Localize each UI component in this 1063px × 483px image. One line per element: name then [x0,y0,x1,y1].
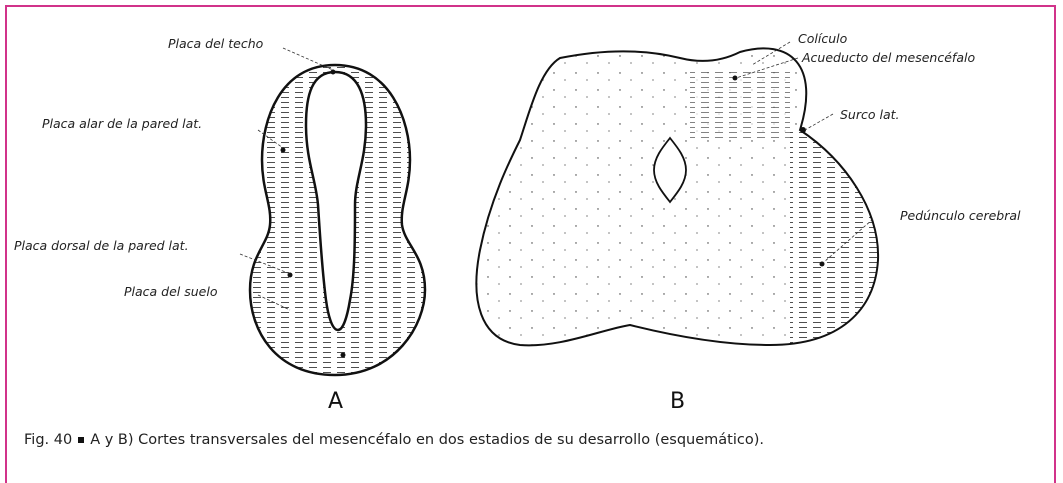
label-lateral-sulcus: Surco lat. [840,107,900,122]
figure-caption: Fig. 40 A y B) Cortes transversales del m… [24,432,1034,448]
label-alar-plate: Placa alar de la pared lat. [42,116,202,131]
label-floor-plate: Placa del suelo [124,284,218,299]
section-a-drawing [250,65,425,375]
label-roof-plate: Placa del techo [168,36,264,51]
label-aqueduct: Acueducto del mesencéfalo [801,50,975,65]
caption-text: A y B) Cortes transversales del mesencéf… [90,432,764,448]
caption-prefix: Fig. 40 [24,432,72,448]
panel-b-letter: B [670,389,685,414]
label-colliculus: Colículo [798,31,848,46]
label-dorsal-plate: Placa dorsal de la pared lat. [14,238,189,253]
label-cerebral-peduncle: Pedúnculo cerebral [900,208,1021,223]
panel-a-letter: A [328,389,343,414]
caption-bullet-icon [78,437,84,443]
section-b-drawing [476,48,890,350]
